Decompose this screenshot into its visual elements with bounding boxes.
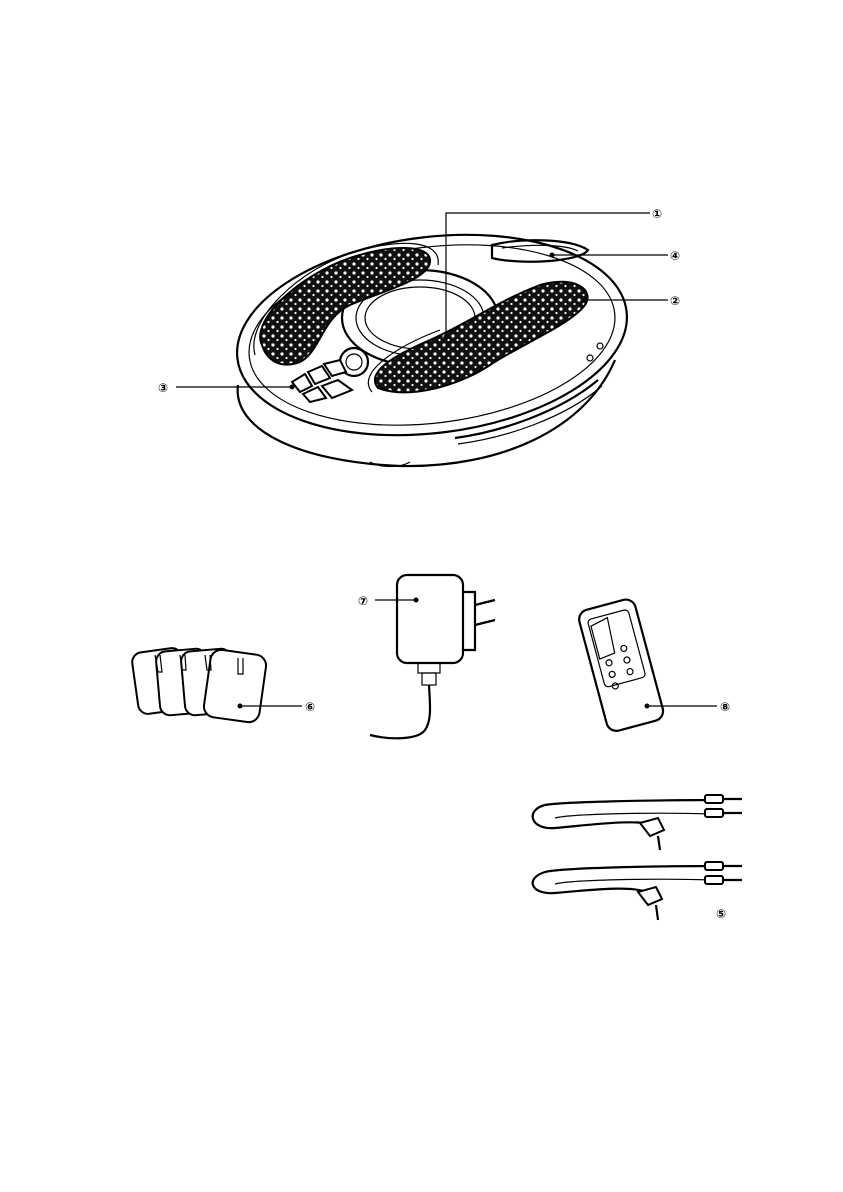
left-foot-pad <box>260 248 430 365</box>
callout-1: ① <box>652 207 662 221</box>
electrode-pads <box>131 647 268 724</box>
callout-2: ② <box>670 294 680 308</box>
callout-4: ④ <box>670 249 680 263</box>
callout-8: ⑧ <box>720 700 730 714</box>
callout-5: ⑤ <box>716 907 726 921</box>
jack-port-1 <box>587 355 593 361</box>
foot-massager-unit <box>226 214 639 467</box>
remote-control <box>577 597 665 733</box>
jack-port-2 <box>597 343 603 349</box>
callout-7: ⑦ <box>358 594 368 608</box>
right-foot-pad <box>375 282 588 393</box>
control-buttons <box>292 360 352 402</box>
callout-3: ③ <box>158 381 168 395</box>
callout-6: ⑥ <box>305 700 315 714</box>
lead-wires <box>533 795 742 920</box>
